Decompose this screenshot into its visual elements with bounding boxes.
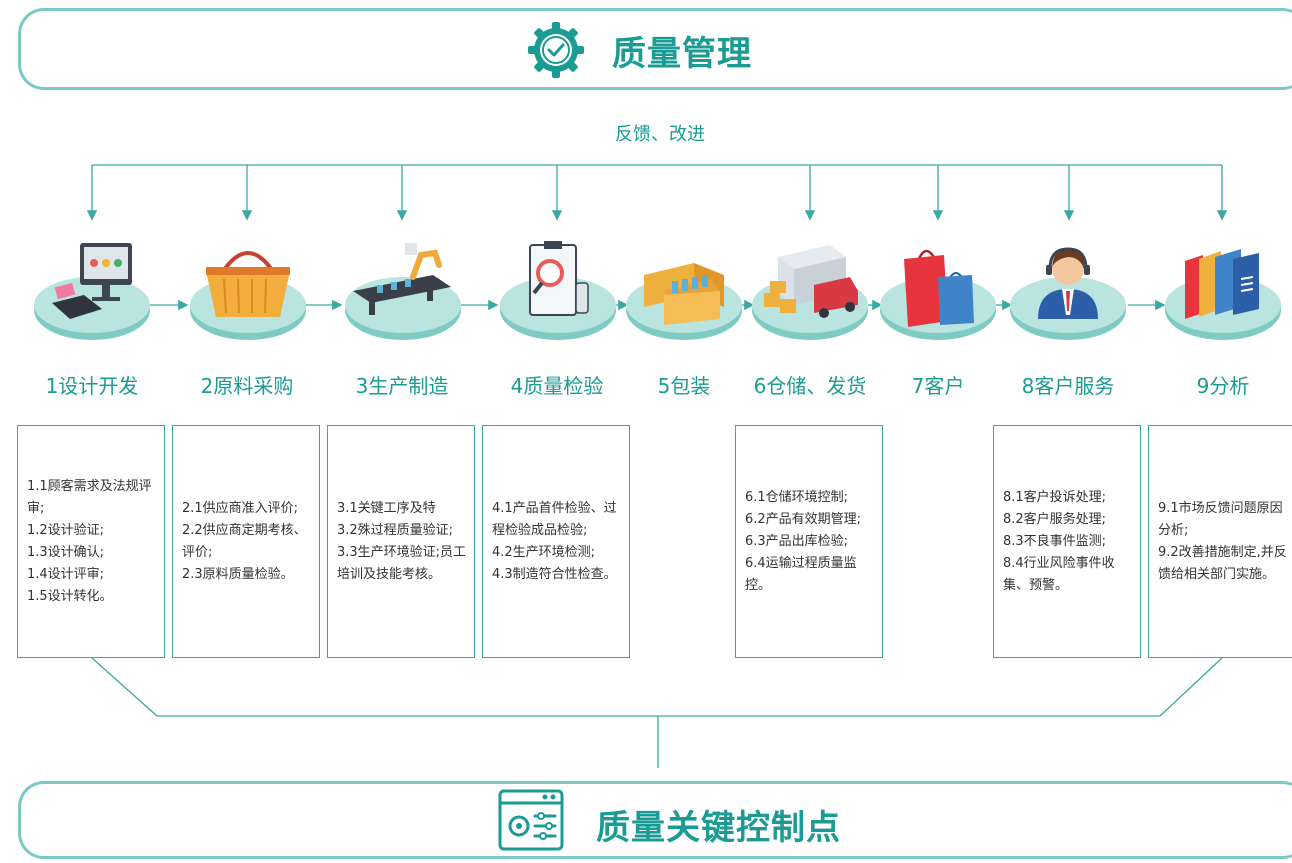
step-7-illustration <box>878 235 998 349</box>
detail-box-9: 9.1市场反馈问题原因分析; 9.2改善措施制定,并反馈给相关部门实施。 <box>1148 425 1292 658</box>
control-panel-icon <box>497 788 565 852</box>
step-title-7: 7客户 <box>911 374 965 398</box>
step-title-4: 4质量检验 <box>510 374 604 398</box>
assembly-line-icon <box>345 243 461 340</box>
detail-item: 4.3制造符合性检查。 <box>492 566 617 582</box>
step-title-5: 5包装 <box>657 374 711 398</box>
step-5-illustration <box>624 235 744 349</box>
detail-item: 2.3原料质量检验。 <box>182 566 294 582</box>
detail-item: 1.2设计验证; <box>27 522 105 538</box>
detail-item: 8.2客户服务处理; <box>1003 511 1107 527</box>
detail-item: 3.2殊过程质量验证; <box>337 522 454 538</box>
detail-item: 2.1供应商准入评价; <box>182 500 299 516</box>
header-banner <box>18 8 1292 90</box>
step-1-illustration <box>32 235 152 349</box>
step-title-1: 1设计开发 <box>45 374 139 398</box>
detail-item: 6.4运输过程质量监控。 <box>745 555 857 593</box>
detail-item: 4.1产品首件检验、过程检验成品检验; <box>492 500 617 538</box>
page-title: 质量管理 <box>612 34 752 74</box>
detail-box-6: 6.1仓储环境控制; 6.2产品有效期管理; 6.3产品出库检验; 6.4运输过… <box>735 425 883 658</box>
step-4-illustration <box>498 235 618 349</box>
inspection-clipboard-icon <box>500 241 616 340</box>
packing-box-icon <box>626 263 742 340</box>
delivery-truck-icon <box>752 245 868 340</box>
step-3-illustration <box>343 235 463 349</box>
footer-title: 质量关键控制点 <box>596 808 841 848</box>
detail-item: 6.3产品出库检验; <box>745 533 849 549</box>
detail-item: 9.1市场反馈问题原因分析; <box>1158 500 1283 538</box>
customer-service-agent-icon <box>1010 247 1126 340</box>
shopping-basket-icon <box>190 251 306 340</box>
detail-item: 3.1关键工序及特 <box>337 500 436 516</box>
quality-gear-icon <box>527 21 585 79</box>
detail-item: 9.2改善措施制定,并反馈给相关部门实施。 <box>1158 544 1287 582</box>
binders-folders-icon <box>1165 249 1281 340</box>
step-title-6: 6仓储、发货 <box>753 374 867 398</box>
detail-box-1: 1.1顾客需求及法规评审; 1.2设计验证; 1.3设计确认; 1.4设计评审;… <box>17 425 165 658</box>
step-6-illustration <box>750 235 870 349</box>
step-title-8: 8客户服务 <box>1021 374 1115 398</box>
detail-item: 6.1仓储环境控制; <box>745 489 849 505</box>
step-title-9: 9分析 <box>1196 374 1250 398</box>
detail-box-8: 8.1客户投诉处理; 8.2客户服务处理; 8.3不良事件监测; 8.4行业风险… <box>993 425 1141 658</box>
detail-item: 8.3不良事件监测; <box>1003 533 1107 549</box>
detail-item: 1.4设计评审; <box>27 566 105 582</box>
feedback-label: 反馈、改进 <box>615 124 705 145</box>
detail-item: 3.3生产环境验证;员工培训及技能考核。 <box>337 544 467 582</box>
design-monitor-icon <box>34 243 150 340</box>
shopping-bags-icon <box>880 249 996 340</box>
detail-item: 8.1客户投诉处理; <box>1003 489 1107 505</box>
step-2-illustration <box>188 235 308 349</box>
detail-box-2: 2.1供应商准入评价; 2.2供应商定期考核、评价; 2.3原料质量检验。 <box>172 425 320 658</box>
detail-item: 1.5设计转化。 <box>27 588 113 604</box>
step-title-2: 2原料采购 <box>200 374 294 398</box>
step-9-illustration <box>1163 235 1283 349</box>
detail-item: 8.4行业风险事件收集、预警。 <box>1003 555 1115 593</box>
footer-banner <box>18 781 1292 859</box>
detail-item: 1.3设计确认; <box>27 544 105 560</box>
detail-box-3: 3.1关键工序及特 3.2殊过程质量验证; 3.3生产环境验证;员工培训及技能考… <box>327 425 475 658</box>
detail-item: 2.2供应商定期考核、评价; <box>182 522 307 560</box>
detail-box-4: 4.1产品首件检验、过程检验成品检验; 4.2生产环境检测; 4.3制造符合性检… <box>482 425 630 658</box>
step-8-illustration <box>1008 235 1128 349</box>
step-title-3: 3生产制造 <box>355 374 449 398</box>
detail-item: 4.2生产环境检测; <box>492 544 596 560</box>
detail-item: 6.2产品有效期管理; <box>745 511 862 527</box>
detail-item: 1.1顾客需求及法规评审; <box>27 478 152 516</box>
